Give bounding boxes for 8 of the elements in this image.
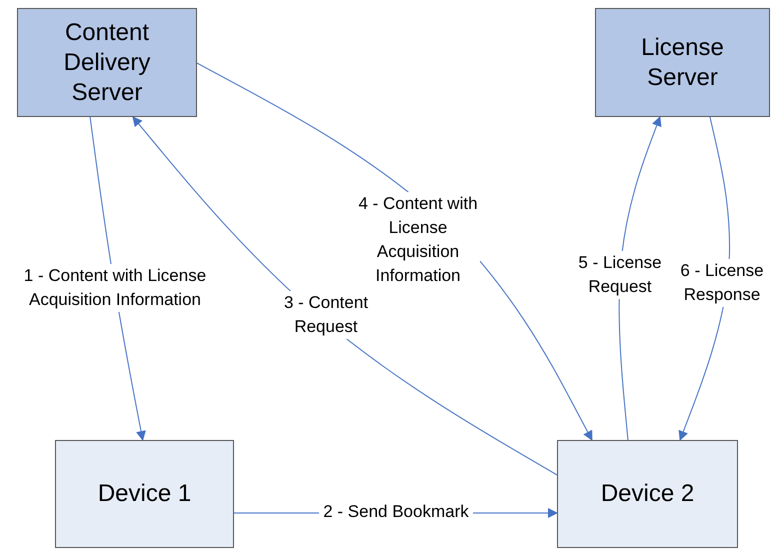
node-label: Device 2 <box>600 479 696 509</box>
device-box <box>557 440 738 548</box>
node-label: Content Delivery Server <box>62 18 152 108</box>
device-box <box>55 440 234 548</box>
node-label: License Server <box>640 32 725 92</box>
node-label: Device 1 <box>96 479 192 509</box>
server-box <box>17 8 197 117</box>
server-box <box>595 8 770 117</box>
